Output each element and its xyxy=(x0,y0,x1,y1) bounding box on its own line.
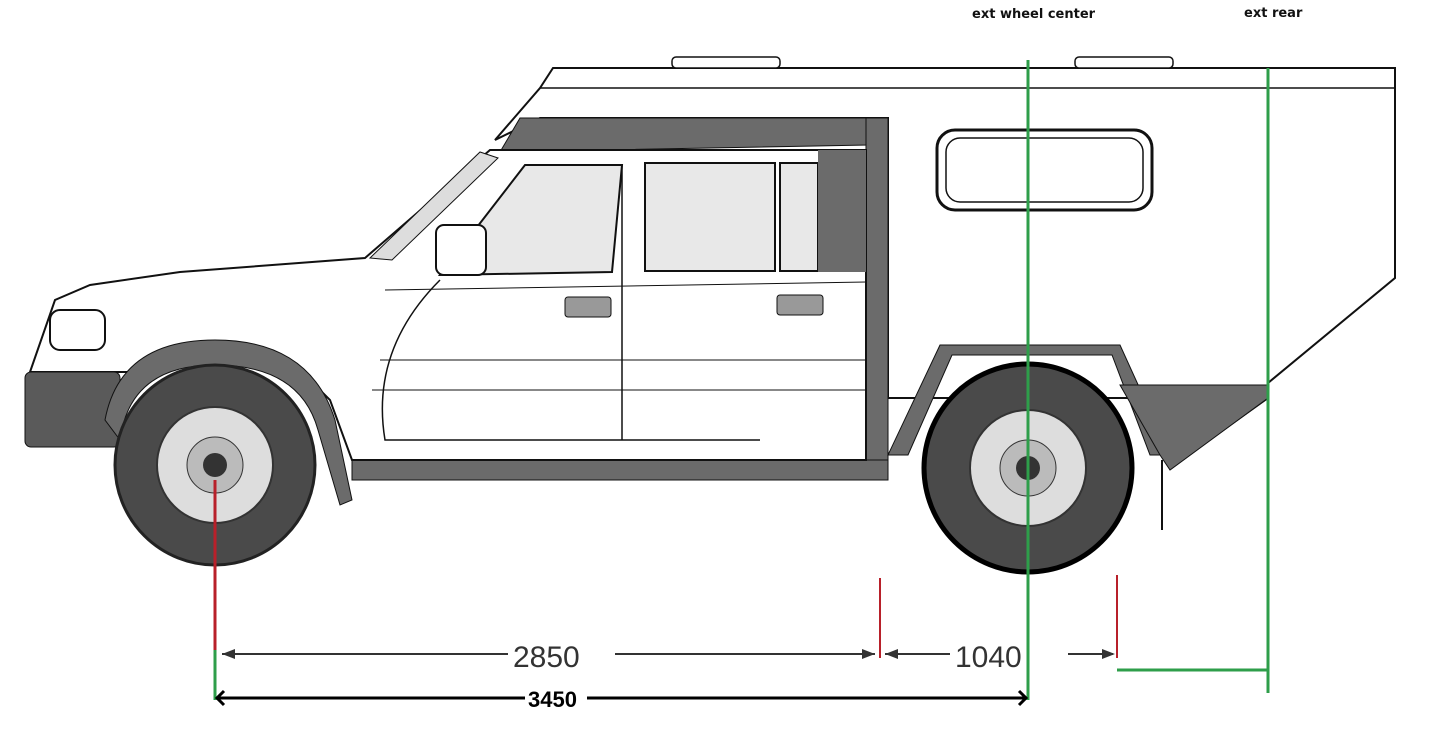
side-mirror xyxy=(435,224,487,276)
extended-wheelbase-label: 3450 xyxy=(528,687,577,712)
camper-pillar xyxy=(865,117,889,464)
front-door-handle xyxy=(564,296,612,318)
quarter-window xyxy=(779,162,819,272)
rear-subframe xyxy=(1119,384,1269,471)
rear-door-handle xyxy=(776,294,824,316)
camper-window xyxy=(935,128,1154,212)
camper-front-frame xyxy=(499,117,869,153)
rear-extension-label: 1040 xyxy=(955,641,1022,674)
front-fender-flare xyxy=(104,339,353,506)
side-sill xyxy=(351,459,889,481)
wheelbase-label: 2850 xyxy=(513,641,580,674)
headlight xyxy=(49,309,106,351)
ext-rear-label: ext rear xyxy=(1244,6,1303,21)
rear-fender xyxy=(887,344,1171,456)
roof-vent-rear xyxy=(1074,56,1174,69)
front-wheel xyxy=(113,363,317,567)
rear-door-window xyxy=(644,162,776,272)
front-bumper xyxy=(24,371,121,448)
ext-wheel-center-label: ext wheel center xyxy=(972,7,1096,22)
roof-vent-front xyxy=(671,56,781,69)
windshield xyxy=(368,151,499,261)
